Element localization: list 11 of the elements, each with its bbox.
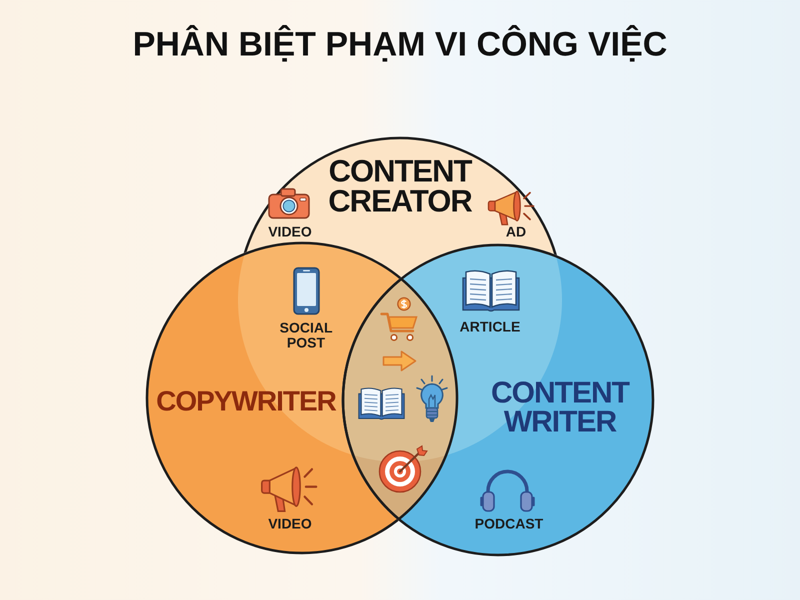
role-title: CONTENT CREATOR [328, 156, 472, 218]
title: PHÂN BIỆT PHẠM VI CÔNG VIỆC [132, 25, 668, 65]
role-title: COPYWRITER [156, 387, 336, 415]
content-type-label: AD [506, 224, 526, 240]
content-type-label: ARTICLE [460, 319, 520, 335]
venn-circle [341, 243, 655, 557]
content-type-label: VIDEO [268, 224, 312, 240]
role-title: CONTENT WRITER [491, 378, 629, 438]
content-type-label: SOCIAL POST [280, 320, 332, 352]
content-type-label: PODCAST [474, 516, 544, 532]
content-type-label: VIDEO [268, 516, 312, 532]
